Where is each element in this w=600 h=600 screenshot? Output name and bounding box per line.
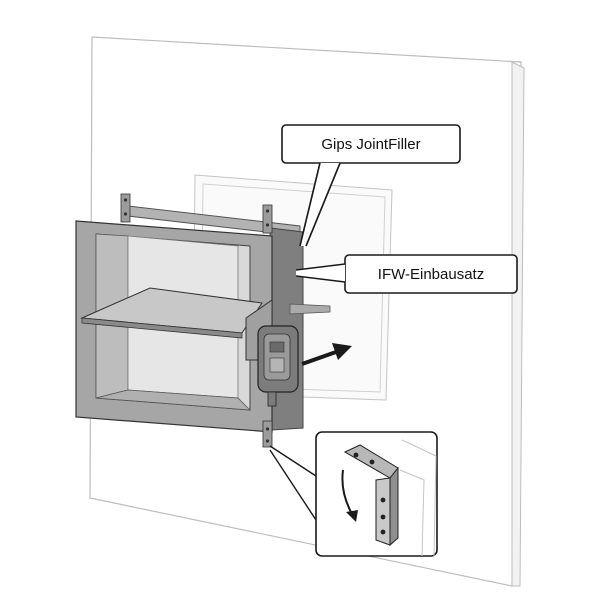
mounting-brackets: [120, 193, 273, 448]
bracket-detail-inset: [269, 431, 438, 557]
callout-label-joint-filler: Gips JointFiller: [321, 136, 420, 153]
callout-ifw-einbausatz: IFW-Einbausatz: [295, 254, 518, 294]
direction-arrow: [301, 343, 352, 366]
bracket-top-right: [262, 204, 273, 234]
damper-housing: [75, 205, 331, 433]
callout-label-install-kit: IFW-Einbausatz: [378, 266, 484, 283]
actuator-unit: [245, 299, 299, 407]
bracket-top-left: [120, 193, 131, 223]
bracket-bottom: [262, 420, 273, 448]
callout-gips-jointfiller: Gips JointFiller: [281, 124, 461, 247]
